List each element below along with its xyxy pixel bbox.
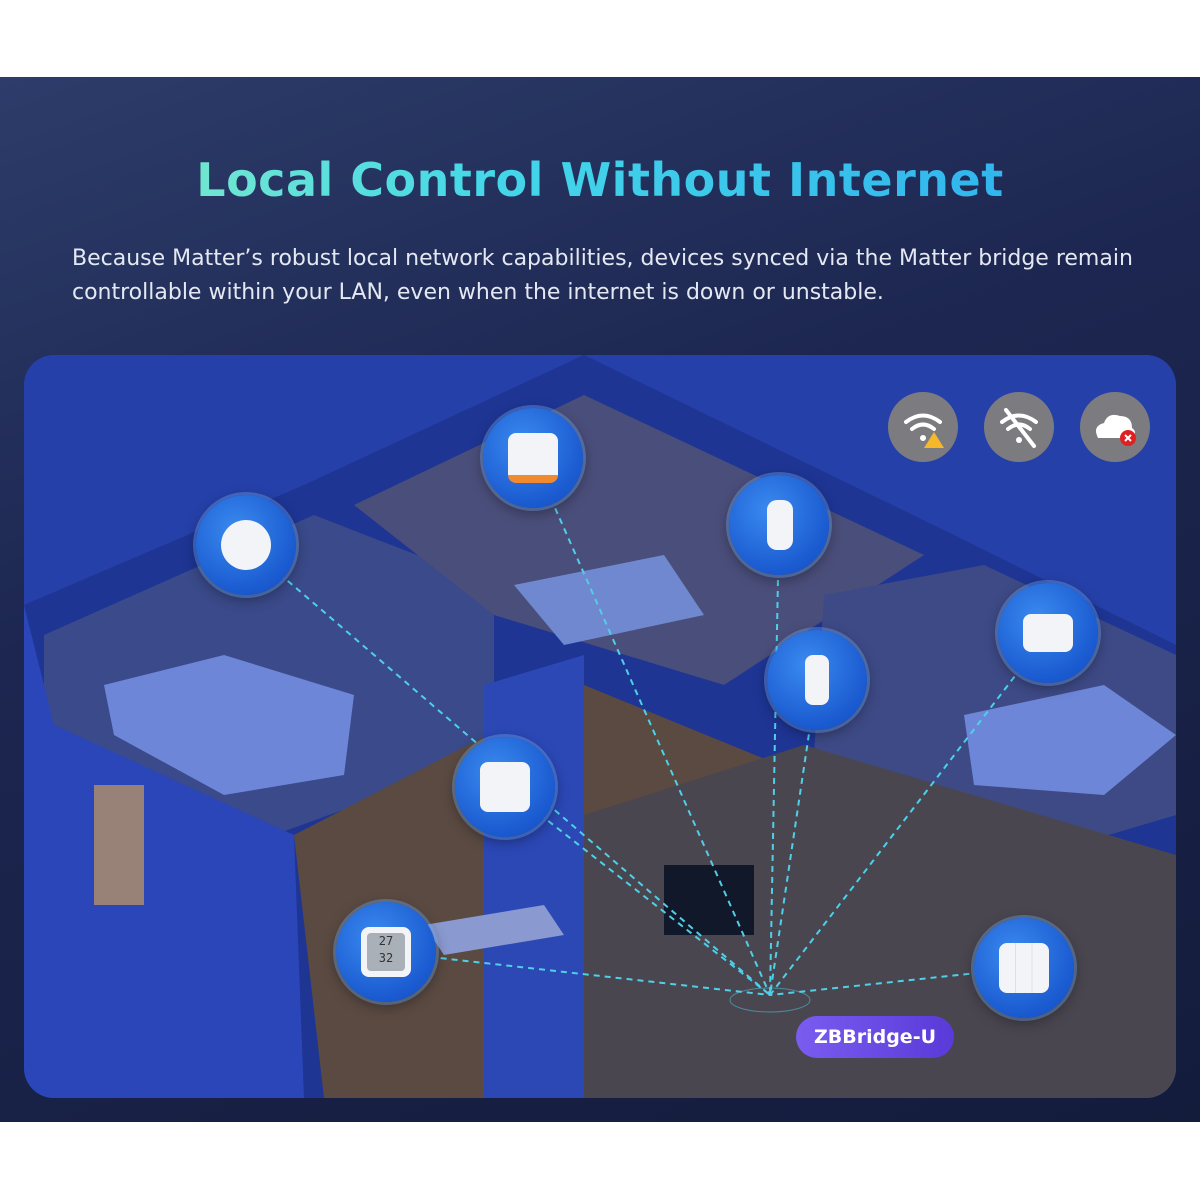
wifi-warning-icon	[888, 392, 958, 462]
smart-switch-module-device[interactable]	[483, 408, 583, 508]
three-gang-switch-device[interactable]	[974, 918, 1074, 1018]
page-title: Local Control Without Internet	[0, 153, 1200, 207]
description-text: Because Matter’s robust local network ca…	[72, 246, 1133, 305]
house-drawing	[24, 355, 1176, 1098]
touch-switch-device[interactable]	[455, 737, 555, 837]
bridge-label: ZBBridge-U	[796, 1016, 954, 1058]
wall-switch-device[interactable]	[767, 630, 867, 730]
motion-sensor-device[interactable]	[729, 475, 829, 575]
multi-channel-relay-device[interactable]	[998, 583, 1098, 683]
cloud-error-icon	[1080, 392, 1150, 462]
wifi-off-icon	[984, 392, 1054, 462]
humidity-reading: 32	[378, 951, 394, 965]
wireless-button-device[interactable]	[196, 495, 296, 595]
temperature-reading: 27	[378, 934, 394, 948]
